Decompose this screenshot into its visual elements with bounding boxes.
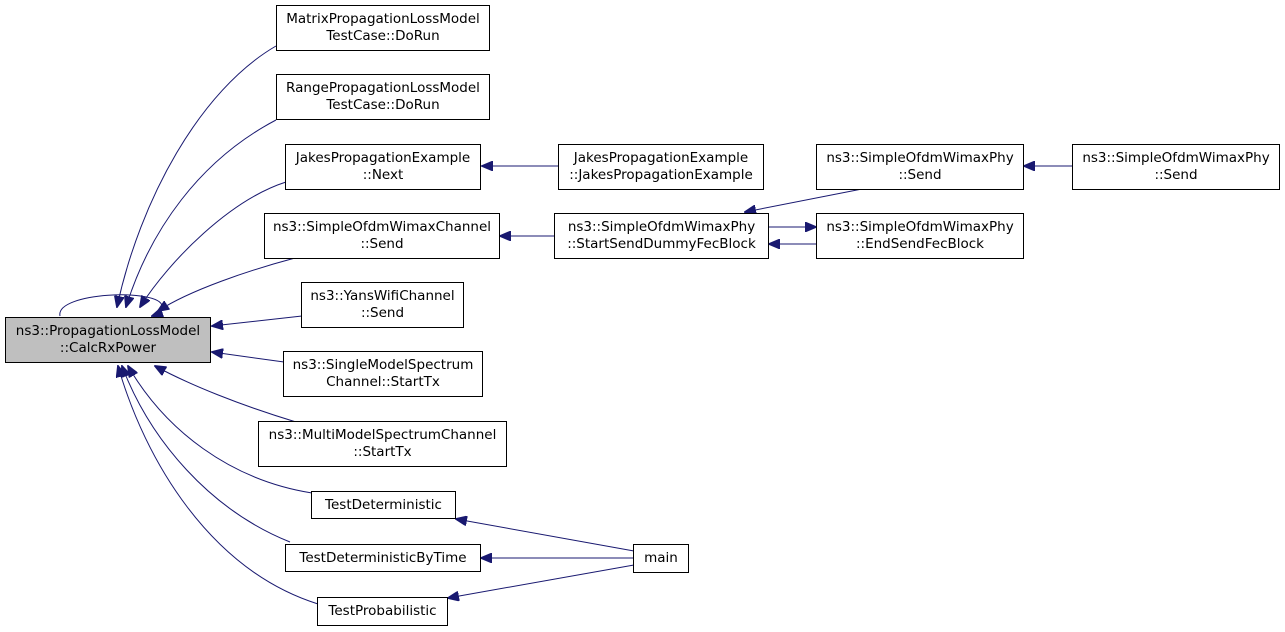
edge-matrix-to-calcrxpower xyxy=(117,45,277,307)
node-jakes-next[interactable]: JakesPropagationExample ::Next xyxy=(285,144,481,190)
node-end-send-fec-block[interactable]: ns3::SimpleOfdmWimaxPhy ::EndSendFecBloc… xyxy=(816,213,1024,259)
node-line: ns3::SimpleOfdmWimaxPhy xyxy=(826,219,1014,235)
node-line: ns3::SimpleOfdmWimaxPhy xyxy=(567,219,756,235)
edge-yans-to-calcrxpower xyxy=(212,315,303,326)
node-line: TestDeterministicByTime xyxy=(299,549,467,566)
node-wimax-phy-send-a[interactable]: ns3::SimpleOfdmWimaxPhy ::Send xyxy=(816,144,1024,190)
node-single-model-starttx[interactable]: ns3::SingleModelSpectrum Channel::StartT… xyxy=(283,351,483,397)
node-wimax-phy-send-b[interactable]: ns3::SimpleOfdmWimaxPhy ::Send xyxy=(1072,144,1280,190)
node-line: ::Send xyxy=(1154,167,1198,183)
node-line: JakesPropagationExample xyxy=(573,150,749,166)
edge-wimax-channel-to-calcrxpower xyxy=(158,257,296,311)
node-line: MatrixPropagationLossModel xyxy=(286,11,480,27)
node-line: ns3::SimpleOfdmWimaxPhy xyxy=(1082,150,1270,166)
node-test-deterministic[interactable]: TestDeterministic xyxy=(311,491,456,519)
node-test-deterministic-by-time[interactable]: TestDeterministicByTime xyxy=(285,544,481,572)
node-line: ns3::YansWifiChannel xyxy=(310,288,455,304)
node-range-dorun[interactable]: RangePropagationLossModel TestCase::DoRu… xyxy=(276,74,490,120)
node-start-send-dummy-fec-block[interactable]: ns3::SimpleOfdmWimaxPhy ::StartSendDummy… xyxy=(554,213,769,259)
node-line: ns3::SimpleOfdmWimaxPhy xyxy=(826,150,1014,166)
edge-wimax-phy-send-to-start-send-dummy xyxy=(745,188,863,212)
node-line: ::Send xyxy=(360,236,404,252)
edge-test-deterministic-by-time-to-calcrxpower xyxy=(122,366,291,543)
node-line: ::EndSendFecBlock xyxy=(855,236,985,252)
node-line: ::Send xyxy=(898,167,942,183)
node-line: ::StartSendDummyFecBlock xyxy=(567,236,756,252)
node-yans-wifi-send[interactable]: ns3::YansWifiChannel ::Send xyxy=(301,282,464,328)
edge-calcrxpower-self-loop xyxy=(59,294,162,316)
node-line: TestDeterministic xyxy=(325,496,442,513)
node-line: main xyxy=(644,550,678,566)
node-line: ns3::MultiModelSpectrumChannel xyxy=(268,427,497,443)
node-wimax-channel-send[interactable]: ns3::SimpleOfdmWimaxChannel ::Send xyxy=(264,213,500,259)
node-line: ns3::SingleModelSpectrum xyxy=(292,357,474,373)
node-line: ::Send xyxy=(360,305,405,321)
edge-range-to-calcrxpower xyxy=(126,119,277,307)
node-jakes-ctor[interactable]: JakesPropagationExample ::JakesPropagati… xyxy=(558,144,764,190)
node-matrix-dorun[interactable]: MatrixPropagationLossModel TestCase::DoR… xyxy=(276,5,490,51)
edge-multi-model-to-calcrxpower xyxy=(155,366,297,423)
node-line: JakesPropagationExample xyxy=(295,150,471,166)
node-line: ns3::PropagationLossModel xyxy=(15,323,201,339)
edge-main-to-test-probabilistic xyxy=(448,564,635,598)
edge-test-deterministic-to-calcrxpower xyxy=(128,366,313,494)
node-line: ::JakesPropagationExample xyxy=(569,167,753,183)
node-line: Channel::StartTx xyxy=(326,374,440,390)
node-line: ::Next xyxy=(362,167,404,183)
node-line: RangePropagationLossModel xyxy=(286,80,480,96)
node-calc-rx-power[interactable]: ns3::PropagationLossModel ::CalcRxPower xyxy=(5,317,211,363)
node-line: ::CalcRxPower xyxy=(59,340,157,356)
node-test-probabilistic[interactable]: TestProbabilistic xyxy=(317,597,448,626)
node-line: ns3::SimpleOfdmWimaxChannel xyxy=(272,219,492,235)
node-line: TestCase::DoRun xyxy=(326,28,440,44)
edge-test-probabilistic-to-calcrxpower xyxy=(118,366,319,605)
node-line: TestCase::DoRun xyxy=(326,97,440,113)
edge-jakes-next-to-calcrxpower xyxy=(140,181,287,307)
node-multi-model-starttx[interactable]: ns3::MultiModelSpectrumChannel ::StartTx xyxy=(258,421,507,467)
edge-main-to-test-deterministic xyxy=(456,519,635,552)
node-main[interactable]: main xyxy=(633,544,689,573)
node-line: ::StartTx xyxy=(353,444,412,460)
node-line: TestProbabilistic xyxy=(328,603,437,619)
edge-single-model-to-calcrxpower xyxy=(212,352,285,363)
